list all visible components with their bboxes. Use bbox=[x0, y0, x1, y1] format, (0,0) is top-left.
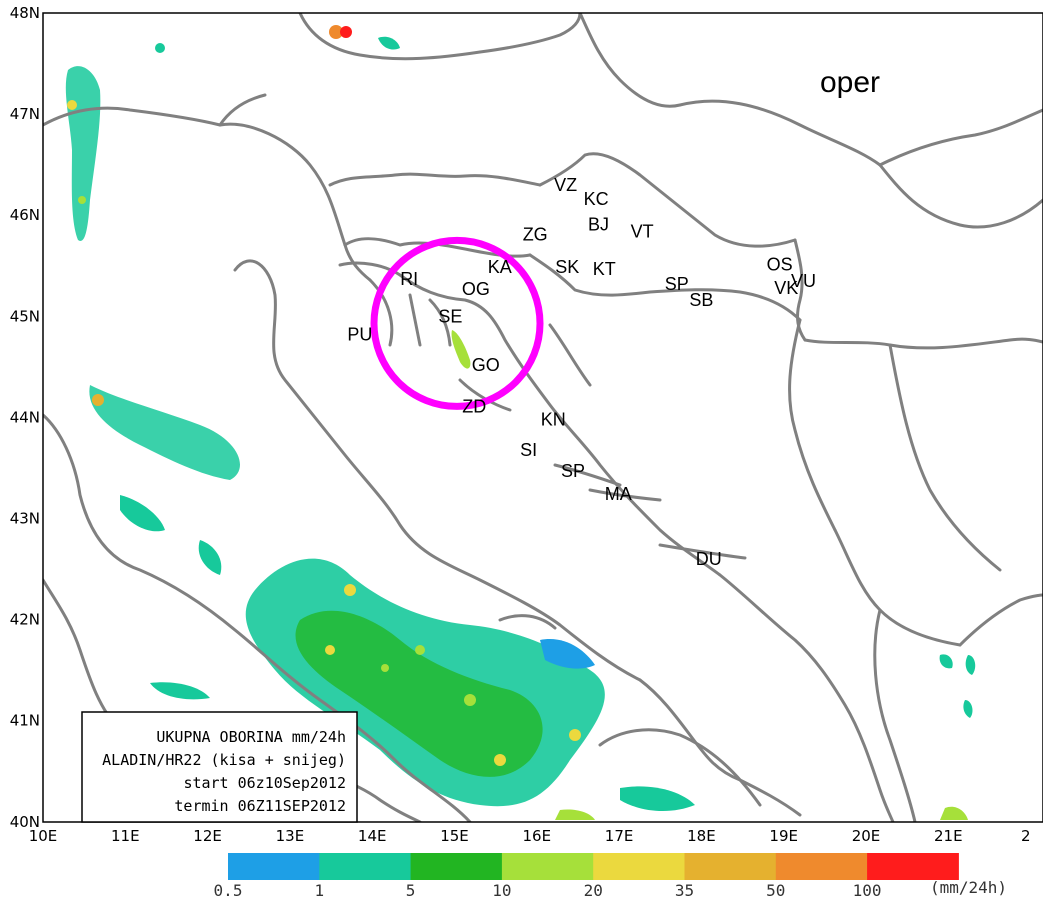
city-label-go: GO bbox=[472, 355, 500, 375]
colorbar-tick: 5 bbox=[406, 881, 416, 900]
lon-label: 10E bbox=[29, 827, 58, 845]
info-box: UKUPNA OBORINA mm/24h ALADIN/HR22 (kisa … bbox=[81, 711, 358, 823]
colorbar-swatch bbox=[228, 853, 320, 880]
colorbar: 0.5 1 5 10 20 35 50 100 bbox=[214, 853, 959, 900]
info-line-2: ALADIN/HR22 (kisa + snijeg) bbox=[102, 751, 346, 769]
lon-label: 14E bbox=[358, 827, 387, 845]
city-label-og: OG bbox=[462, 279, 490, 299]
city-label-vt: VT bbox=[631, 221, 654, 241]
lon-label: 2 bbox=[1021, 827, 1031, 845]
lon-label: 15E bbox=[440, 827, 469, 845]
colorbar-tick: 50 bbox=[766, 881, 785, 900]
lon-label: 17E bbox=[605, 827, 634, 845]
city-label-sp: SP bbox=[561, 461, 585, 481]
city-label-du: DU bbox=[696, 549, 722, 569]
colorbar-tick: 35 bbox=[675, 881, 694, 900]
city-label-pu: PU bbox=[347, 325, 372, 345]
longitude-axis: 10E 11E 12E 13E 14E 15E 16E 17E 18E 19E 20E 21E 2 bbox=[29, 827, 1031, 845]
colorbar-tick: 1 bbox=[314, 881, 324, 900]
coastlines-and-borders bbox=[43, 13, 1043, 822]
colorbar-swatch bbox=[501, 853, 594, 880]
colorbar-swatch bbox=[593, 853, 685, 880]
city-label-ma: MA bbox=[605, 484, 632, 504]
lon-label: 19E bbox=[769, 827, 798, 845]
city-label-bj: BJ bbox=[588, 214, 609, 234]
city-label-kn: KN bbox=[541, 409, 566, 429]
info-line-4: termin 06Z11SEP2012 bbox=[174, 797, 346, 815]
colorbar-tick: 100 bbox=[853, 881, 882, 900]
lat-label: 48N bbox=[10, 4, 40, 22]
lon-label: 13E bbox=[276, 827, 305, 845]
lat-label: 42N bbox=[10, 611, 40, 629]
city-label-vz: VZ bbox=[554, 175, 577, 195]
lon-label: 20E bbox=[852, 827, 881, 845]
city-label-sb: SB bbox=[689, 290, 713, 310]
lat-label: 46N bbox=[10, 206, 40, 224]
city-label-os: OS bbox=[767, 255, 793, 275]
city-label-sk: SK bbox=[555, 257, 579, 277]
city-label-zd: ZD bbox=[462, 396, 486, 416]
lon-label: 11E bbox=[111, 827, 140, 845]
lat-label: 41N bbox=[10, 712, 40, 730]
colorbar-tick: 0.5 bbox=[214, 881, 243, 900]
colorbar-swatch bbox=[775, 853, 868, 880]
lon-label: 18E bbox=[687, 827, 716, 845]
lat-label: 45N bbox=[10, 307, 40, 325]
city-label-ka: KA bbox=[488, 257, 512, 277]
latitude-axis: 48N 47N 46N 45N 44N 43N 42N 41N 40N bbox=[10, 4, 40, 831]
colorbar-swatch bbox=[410, 853, 503, 880]
colorbar-tick: 20 bbox=[584, 881, 603, 900]
lat-label: 47N bbox=[10, 105, 40, 123]
lon-label: 21E bbox=[934, 827, 963, 845]
city-label-ri: RI bbox=[400, 269, 418, 289]
city-label-sp: SP bbox=[665, 274, 689, 294]
info-line-1: UKUPNA OBORINA mm/24h bbox=[156, 728, 346, 746]
colorbar-swatch bbox=[867, 853, 959, 880]
colorbar-swatch bbox=[684, 853, 777, 880]
city-label-kc: KC bbox=[584, 189, 609, 209]
colorbar-swatch bbox=[319, 853, 412, 880]
city-label-zg: ZG bbox=[523, 224, 548, 244]
colorbar-unit: (mm/24h) bbox=[930, 878, 1007, 897]
lon-label: 16E bbox=[523, 827, 552, 845]
lat-label: 40N bbox=[10, 813, 40, 831]
city-label-vu: VU bbox=[791, 271, 816, 291]
city-label-se: SE bbox=[438, 306, 462, 326]
model-run-label: oper bbox=[820, 66, 880, 99]
map-frame bbox=[42, 12, 1043, 823]
city-label-kt: KT bbox=[593, 259, 616, 279]
city-label-si: SI bbox=[520, 440, 537, 460]
colorbar-tick: 10 bbox=[492, 881, 511, 900]
highlight-circle bbox=[370, 236, 544, 410]
precipitation-fields bbox=[65, 25, 976, 820]
lat-label: 43N bbox=[10, 510, 40, 528]
lon-label: 12E bbox=[193, 827, 222, 845]
info-line-3: start 06z10Sep2012 bbox=[183, 774, 346, 792]
lat-label: 44N bbox=[10, 408, 40, 426]
city-label-vk: VK bbox=[774, 278, 798, 298]
